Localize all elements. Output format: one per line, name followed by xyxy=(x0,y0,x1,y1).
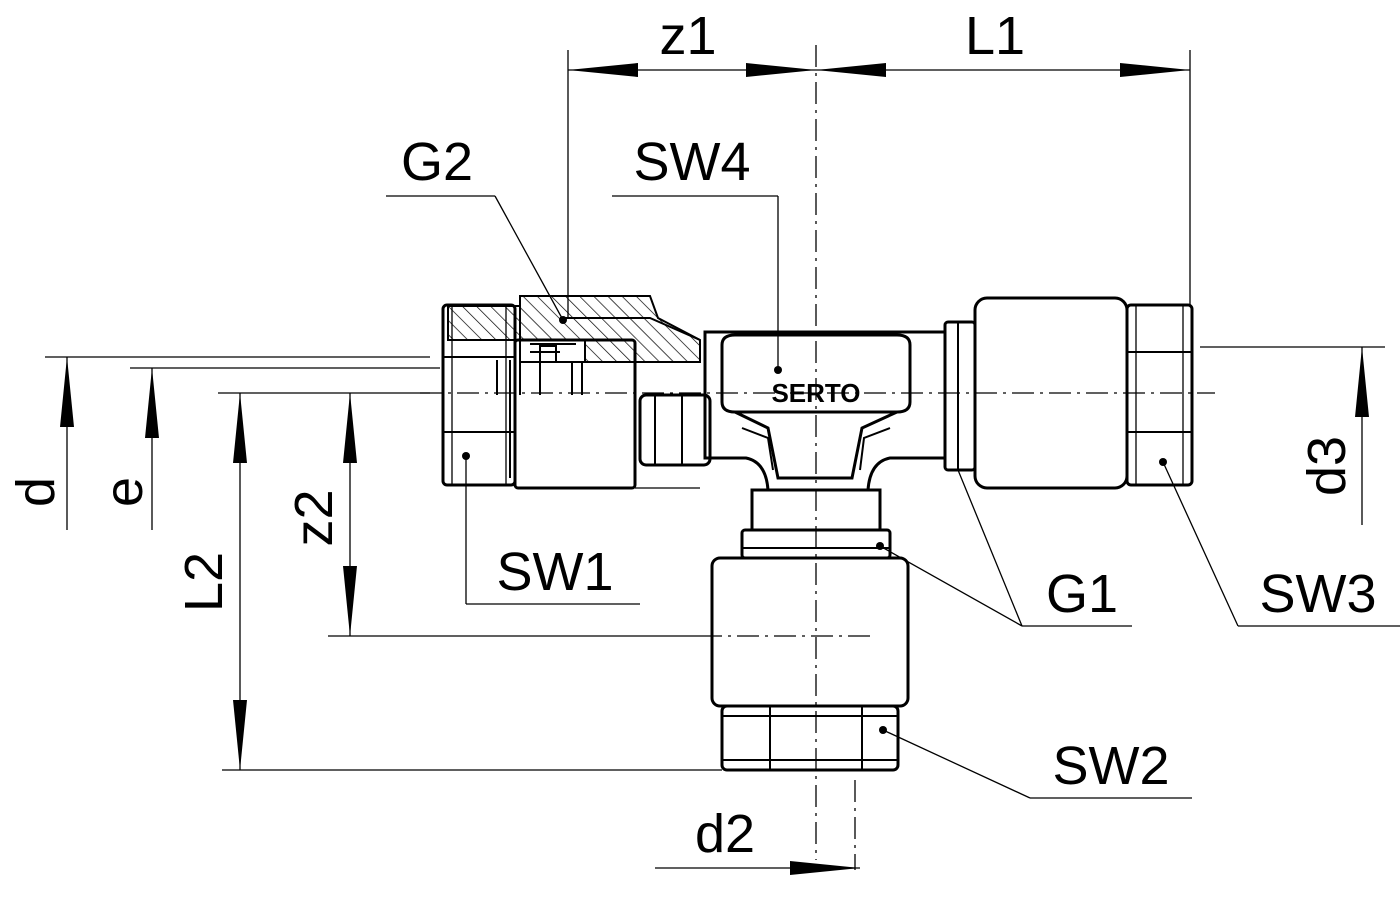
label-z2: z2 xyxy=(284,489,344,546)
label-L1: L1 xyxy=(965,6,1025,66)
label-d3: d3 xyxy=(1297,436,1357,496)
label-e: e xyxy=(94,477,154,507)
dimension-z1: z1 xyxy=(567,6,816,318)
label-SW3: SW3 xyxy=(1259,564,1376,624)
label-G2: G2 xyxy=(401,132,473,192)
label-d2: d2 xyxy=(695,804,755,864)
label-L2: L2 xyxy=(174,552,234,612)
label-SW2: SW2 xyxy=(1052,736,1169,796)
center-lines xyxy=(420,45,1215,870)
right-collar xyxy=(943,320,977,472)
leader-sw3: SW3 xyxy=(1159,458,1400,627)
label-z1: z1 xyxy=(659,6,716,66)
dimension-d: d xyxy=(6,356,430,530)
lower-union-body xyxy=(710,556,910,708)
leader-g2: G2 xyxy=(386,132,567,324)
leader-sw4: SW4 xyxy=(612,132,782,374)
right-union-nut xyxy=(1125,303,1194,487)
dimension-z2: z2 xyxy=(284,393,700,637)
dimension-L1: L1 xyxy=(816,6,1191,305)
label-d: d xyxy=(6,477,66,507)
tee-center-body: SERTO xyxy=(703,330,947,492)
left-stem xyxy=(638,393,712,467)
brand-mark: SERTO xyxy=(771,378,860,408)
dimension-d3: d3 xyxy=(1200,346,1385,525)
leader-sw1: SW1 xyxy=(462,452,640,605)
left-coupling xyxy=(496,338,700,490)
hatched-section-g2 xyxy=(447,295,701,363)
dimension-L2: L2 xyxy=(174,392,722,771)
leader-g1: G1 xyxy=(876,469,1132,627)
lower-union-nut xyxy=(720,704,900,772)
tee-fitting-body: SERTO xyxy=(441,295,1194,772)
dimension-d2: d2 xyxy=(655,804,860,875)
label-G1: G1 xyxy=(1046,564,1118,624)
label-SW4: SW4 xyxy=(633,132,750,192)
leader-sw2: SW2 xyxy=(879,726,1192,799)
dimension-e: e xyxy=(94,367,440,530)
label-SW1: SW1 xyxy=(496,542,613,602)
